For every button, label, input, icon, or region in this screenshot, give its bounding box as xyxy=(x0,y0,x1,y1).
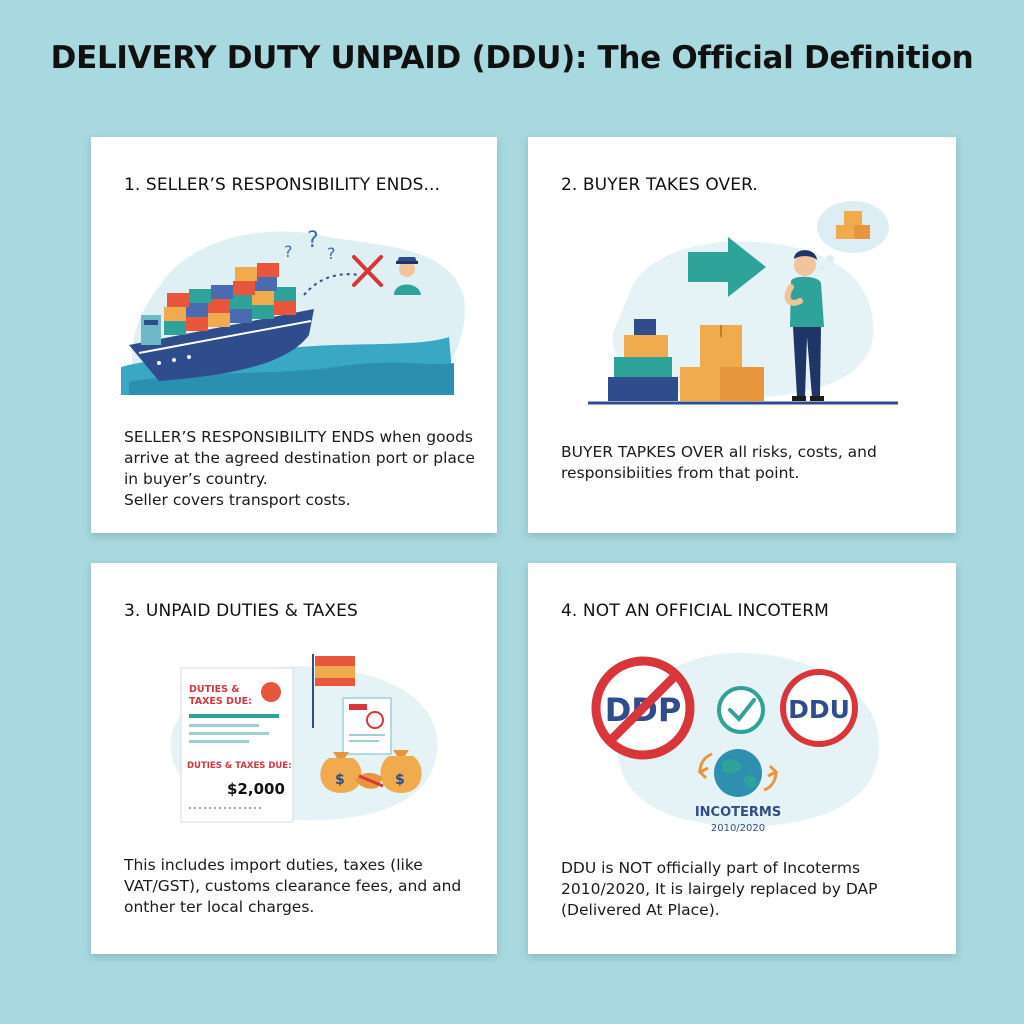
invoice-title-line2: TAXES DUE: xyxy=(189,696,252,707)
flag-icon xyxy=(312,654,355,728)
incoterms-years: 2010/2020 xyxy=(711,823,765,834)
card-body-line: This includes import duties, taxes (like… xyxy=(124,856,462,916)
ddu-badge-icon: DDU xyxy=(780,669,858,747)
card-body: DDU is NOT officially part of Incoterms … xyxy=(561,858,881,921)
card-body: BUYER TAPKES OVER all risks, costs, and … xyxy=(561,442,931,484)
card-buyer-takes-over: 2. BUYER TAKES OVER. xyxy=(528,137,956,533)
card-seller-responsibility: 1. SELLER’S RESPONSIBILITY ENDS... xyxy=(91,137,497,533)
card-body: This includes import duties, taxes (like… xyxy=(124,855,464,918)
card-heading: 3. UNPAID DUTIES & TAXES xyxy=(124,601,358,621)
handshake-icon xyxy=(355,772,384,789)
duties-illustration: DUTIES & TAXES DUE: DUTIES & TAXES DUE: … xyxy=(170,654,438,823)
card-heading: 4. NOT AN OFFICIAL INCOTERM xyxy=(561,601,829,621)
invoice-amount: $2,000 xyxy=(227,780,285,798)
card-body-line: SELLER’S RESPONSIBILITY ENDS when goods … xyxy=(124,428,475,488)
card-heading: 2. BUYER TAKES OVER. xyxy=(561,175,758,195)
card-body: SELLER’S RESPONSIBILITY ENDS when goods … xyxy=(124,427,484,511)
red-x-icon xyxy=(352,255,383,287)
ddu-label: DDU xyxy=(788,695,850,724)
card-not-official-incoterm: 4. NOT AN OFFICIAL INCOTERM DDP DDU xyxy=(528,563,956,954)
incoterms-illustration: DDP DDU INCOTERMS 2010/2020 xyxy=(591,652,880,834)
thought-bubble-icon xyxy=(817,201,889,270)
money-bag-icon: $ xyxy=(380,750,422,793)
page-title: DELIVERY DUTY UNPAID (DDU): The Official… xyxy=(50,40,974,76)
card-body-line: Seller covers transport costs. xyxy=(124,491,351,509)
card-body-line: BUYER TAPKES OVER all risks, costs, and … xyxy=(561,443,877,482)
ddp-prohibited-icon: DDP xyxy=(591,656,695,760)
invoice-title-line1: DUTIES & xyxy=(189,684,240,695)
invoice-document: DUTIES & TAXES DUE: DUTIES & TAXES DUE: … xyxy=(180,667,294,823)
svg-text:$: $ xyxy=(335,772,345,788)
customs-officer-icon xyxy=(394,257,421,295)
globe-icon xyxy=(697,749,779,797)
arrow-right-icon xyxy=(688,237,766,297)
cargo-ship-illustration: ? ? ? xyxy=(121,228,465,395)
buyer-illustration xyxy=(588,201,898,405)
svg-text:?: ? xyxy=(327,244,336,263)
checkmark-icon xyxy=(717,686,765,734)
invoice-amount-label: DUTIES & TAXES DUE: xyxy=(187,761,292,771)
card-unpaid-duties: 3. UNPAID DUTIES & TAXES DUTIES & TAXES … xyxy=(91,563,497,954)
incoterms-label: INCOTERMS xyxy=(695,805,781,820)
card-heading: 1. SELLER’S RESPONSIBILITY ENDS... xyxy=(124,175,441,195)
card-body-line: DDU is NOT officially part of Incoterms … xyxy=(561,859,878,919)
svg-text:?: ? xyxy=(307,228,319,253)
stamp-icon xyxy=(261,682,281,702)
svg-text:$: $ xyxy=(395,772,405,788)
money-bag-icon: $ xyxy=(320,752,362,793)
customs-form-icon xyxy=(342,697,392,755)
svg-text:?: ? xyxy=(284,242,293,261)
buyer-person-icon xyxy=(784,250,824,401)
